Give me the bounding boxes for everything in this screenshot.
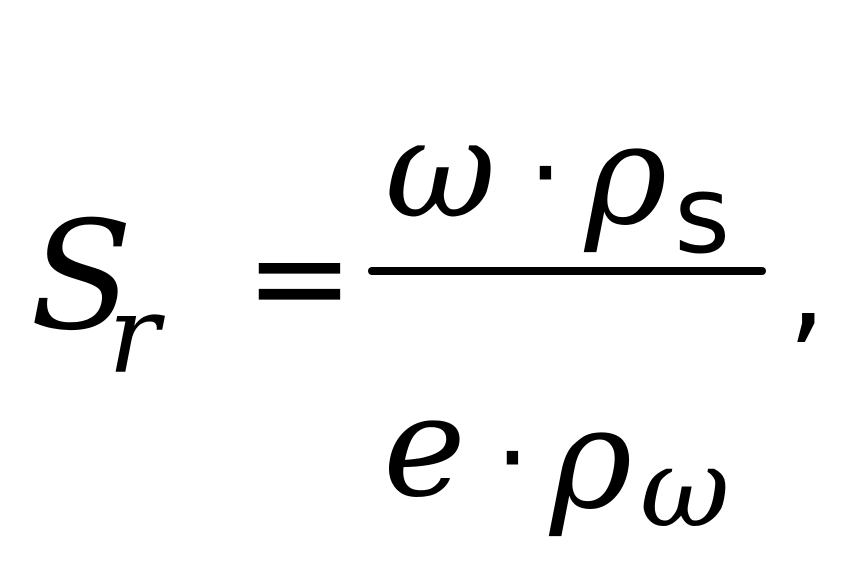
lhs-base-symbol: S	[30, 190, 133, 364]
equals-sign: =	[245, 201, 354, 353]
denominator-e: e	[383, 366, 466, 529]
denominator-rho: ρ	[550, 378, 633, 541]
trailing-comma: ,	[788, 218, 827, 357]
denominator-rho-subscript: ω	[640, 424, 730, 552]
numerator-rho-subscript: s	[674, 153, 731, 278]
fraction-bar	[368, 267, 766, 275]
denominator-multiply-dot: ·	[495, 394, 530, 522]
numerator-multiply-dot: ·	[528, 109, 563, 237]
numerator-omega: ω	[385, 91, 496, 249]
numerator-rho: ρ	[585, 94, 668, 257]
lhs-subscript: r	[108, 273, 160, 398]
